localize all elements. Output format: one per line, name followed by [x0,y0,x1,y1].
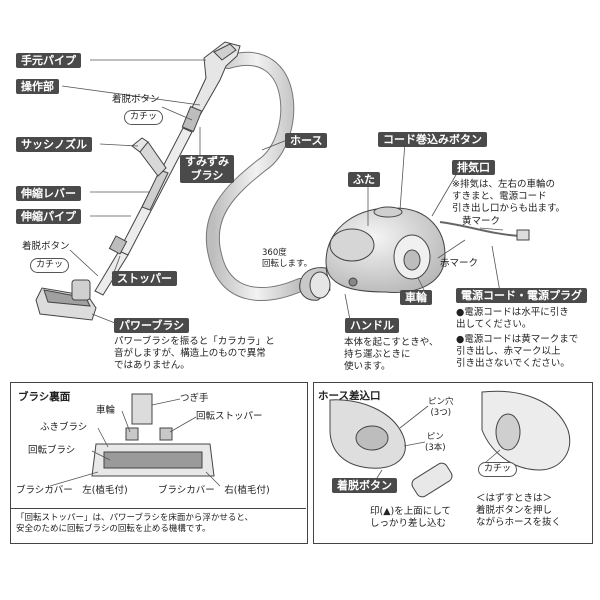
label-rotating-brush: 回転ブラシ [28,445,76,456]
label-release-button-bottom: 着脱ボタン [22,241,70,252]
telescope-pipe-drawing [94,127,193,296]
label-hand-pipe: 手元パイプ [16,53,81,68]
brush-back-drawing [91,393,215,477]
handle-note: 本体を起こすときや、 持ち運ぶときに 使います。 [344,337,439,372]
label-pin: ピン (3本) [425,432,446,453]
label-pin-hole: ピン穴 (3つ) [428,397,454,418]
label-handle: ハンドル [345,318,399,333]
hose-drawing [205,52,307,301]
label-hose: ホース [285,133,328,148]
label-yellow-mark: 黄マーク [462,216,501,227]
label-release-button-top: 着脱ボタン [112,94,160,105]
label-cord-button: コード巻込みボタン [378,132,487,147]
hose-inlet-box [313,382,593,544]
label-brush-wheel: 車輪 [96,405,116,416]
footnote-divider [10,508,306,543]
rotate-note: 360度 回転します。 [262,248,313,269]
label-joint: つぎ手 [180,393,209,404]
rotation-stopper-footnote: 「回転ストッパー」は、パワーブラシを床面から浮かせると、 安全のために回転ブラシ… [16,513,253,534]
power-brush-note: パワーブラシを振ると「カラカラ」と 音がしますが、構造上のもので異常 ではありま… [114,336,275,371]
label-telescope-lever: 伸縮レバー [16,186,81,201]
label-lid: ふた [348,172,380,187]
power-note-2: ●電源コードは黄マークまで 引き出し、赤マーク以上 引き出さないでください。 [456,334,579,369]
brush-back-box [10,382,308,544]
click-bubble-top: カチッ [124,110,164,125]
label-stopper: ストッパー [112,271,177,286]
label-telescope-pipe: 伸縮パイプ [16,209,81,224]
leader-lines [61,59,504,324]
label-control: 操作部 [16,79,59,94]
click-bubble-bottom: カチッ [30,258,70,273]
label-wheel: 車輪 [400,290,432,305]
vacuum-body-drawing [299,206,446,301]
click-bubble-hose: カチッ [478,462,518,477]
hose-inlet-title: ホース差込口 [318,390,381,402]
label-exhaust: 排気口 [452,160,495,175]
brush-back-title: ブラシ裏面 [18,391,71,403]
remove-note: ＜はずすときは＞ 着脱ボタンを押し ながらホースを抜く [476,493,562,528]
insert-note: 印(▲)を上面にして しっかり差し込む [370,506,451,529]
label-red-mark: 赤マーク [440,258,479,269]
hand-pipe-drawing [181,41,241,133]
power-brush-drawing [35,279,97,321]
exhaust-note: ※排気は、左右の車輪の すきまと、電源コード 引き出し口からも出ます。 [452,179,566,214]
label-corner-brush: すみずみ ブラシ [180,155,234,183]
label-cover-left: ブラシカバー 左(植毛付) [16,485,128,496]
sash-nozzle-drawing [131,137,167,177]
power-note-1: ●電源コードは水平に引き 出してください。 [456,307,569,330]
power-cord-drawing [439,221,521,237]
label-wipe-brush: ふきブラシ [40,422,88,433]
label-cover-right: ブラシカバー 右(植毛付) [158,485,270,496]
label-sash-nozzle: サッシノズル [16,137,92,152]
label-hose-release-button: 着脱ボタン [332,478,397,493]
hose-inlet-drawing [329,390,571,498]
label-power-cord-plug: 電源コード・電源プラグ [456,288,587,303]
label-rotation-stopper: 回転ストッパー [196,411,263,422]
label-power-brush: パワーブラシ [114,318,190,333]
